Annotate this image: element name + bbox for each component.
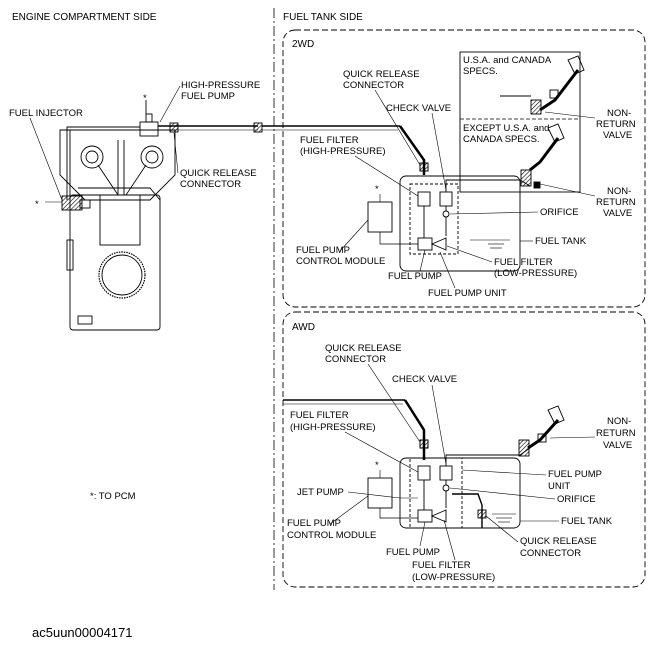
awd-nrv-label-2: RETURN [596,428,636,439]
awd-qrc-label-1: QUICK RELEASE [325,343,402,354]
twd-fpcm-label-2: CONTROL MODULE [296,256,385,267]
awd-orifice-label: ORIFICE [557,494,596,505]
awd-fpcm-label-2: CONTROL MODULE [287,530,376,541]
twd-fuel-tank-label: FUEL TANK [535,236,587,247]
awd-fuel-tank [399,447,531,529]
hp-pump-label-1: HIGH-PRESSURE [181,80,260,91]
awd-qrc-label-2: CONNECTOR [325,354,386,365]
awd-fpcm-label-1: FUEL PUMP [287,518,341,529]
fuel-injector-leader [29,117,63,201]
twd-check-valve-label: CHECK VALVE [386,103,451,114]
tank-side-header: FUEL TANK SIDE [283,12,363,23]
twd-nrv-a-label-1: NON- [607,108,631,119]
legend-to-pcm: *: TO PCM [90,491,136,502]
awd-fpcm-asterisk: * [375,460,379,471]
twd-fuel-pump-label: FUEL PUMP [388,271,442,282]
twd-fpcm-box [367,201,393,233]
twd-panel-title: 2WD [292,39,314,50]
twd-ff-hp-label-1: FUEL FILTER [300,135,359,146]
figure-code: ac5uun00004171 [32,625,133,640]
awd-check-valve-label: CHECK VALVE [392,374,457,385]
engine-assembly [59,100,263,331]
engine-qrc-label-1: QUICK RELEASE [180,168,257,179]
awd-ff-hp-label-2: (HIGH-PRESSURE) [290,422,376,433]
twd-panel [282,29,646,308]
twd-nrv-b-label-1: NON- [607,186,631,197]
hp-pump-asterisk: * [143,93,147,104]
awd-ff-lp-label-2: (LOW-PRESSURE) [412,572,495,583]
awd-fuel-tank-label: FUEL TANK [561,516,613,527]
awd-fuel-pump-label: FUEL PUMP [386,547,440,558]
awd-qrc-b-label-1: QUICK RELEASE [520,536,597,547]
twd-fpcm-label-1: FUEL PUMP [296,245,350,256]
fuel-injector-label: FUEL INJECTOR [9,108,83,119]
twd-fpu-label: FUEL PUMP UNIT [428,288,507,299]
injector-asterisk: * [35,199,39,210]
awd-jet-pump-label: JET PUMP [297,487,344,498]
twd-nrv-b-label-2: RETURN [596,197,636,208]
twd-qrc-label-1: QUICK RELEASE [343,69,420,80]
awd-fpu-label-1: FUEL PUMP [548,469,602,480]
usa-specs-label-1: U.S.A. and CANADA [463,55,552,66]
except-specs-label-1: EXCEPT U.S.A. and [463,123,549,134]
awd-panel-title: AWD [292,322,315,333]
twd-fpcm-asterisk: * [375,184,379,195]
twd-ff-lp-label-1: FUEL FILTER [494,257,553,268]
twd-qrc-label-2: CONNECTOR [343,80,404,91]
awd-ff-lp-label-1: FUEL FILTER [412,560,471,571]
twd-nrv-inset [459,51,581,193]
awd-ff-hp-label-1: FUEL FILTER [290,410,349,421]
awd-fpu-label-2: UNIT [548,481,570,492]
awd-nrv-label-1: NON- [607,416,631,427]
awd-fpcm-box [367,477,393,509]
usa-specs-label-2: SPECS. [463,66,498,77]
twd-nrv-b-label-3: VALVE [603,208,632,219]
twd-nrv-a-label-2: RETURN [596,119,636,130]
twd-ff-hp-label-2: (HIGH-PRESSURE) [300,146,386,157]
awd-panel [282,311,646,588]
twd-ff-lp-label-2: (LOW-PRESSURE) [494,268,577,279]
awd-qrc-b-label-2: CONNECTOR [520,548,581,559]
except-specs-label-2: CANADA SPECS. [463,134,540,145]
twd-nrv-a-label-3: VALVE [603,130,632,141]
awd-nrv-label-3: VALVE [603,440,632,451]
engine-qrc-label-2: CONNECTOR [180,179,241,190]
engine-side-header: ENGINE COMPARTMENT SIDE [12,12,157,23]
twd-orifice-label: ORIFICE [540,207,579,218]
hp-pump-label-2: FUEL PUMP [181,91,235,102]
